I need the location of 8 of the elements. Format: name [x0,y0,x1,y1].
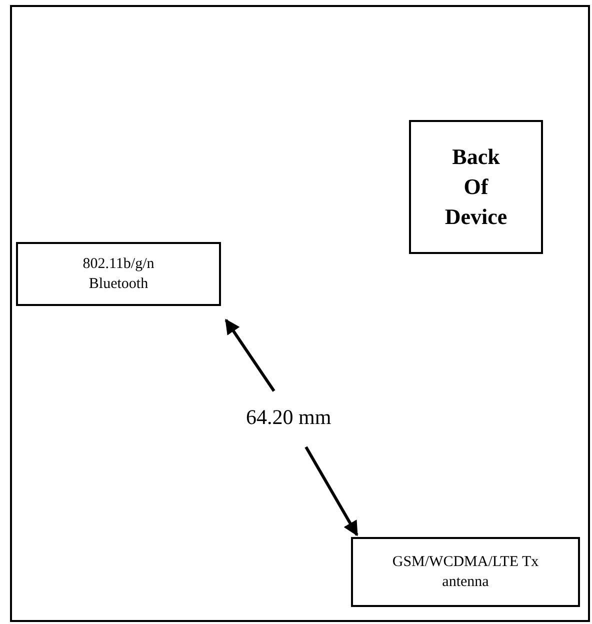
dimension-label: 64.20 mm [246,405,332,430]
label-text: GSM/WCDMA/LTE Tx antenna [391,552,540,592]
label-box [409,120,543,254]
label-text: 802.11b/g/n Bluetooth [82,254,156,294]
device-outline [10,5,590,622]
label-box [351,537,580,607]
label-box [16,242,221,306]
heading-text: Back Of Device [444,143,508,231]
